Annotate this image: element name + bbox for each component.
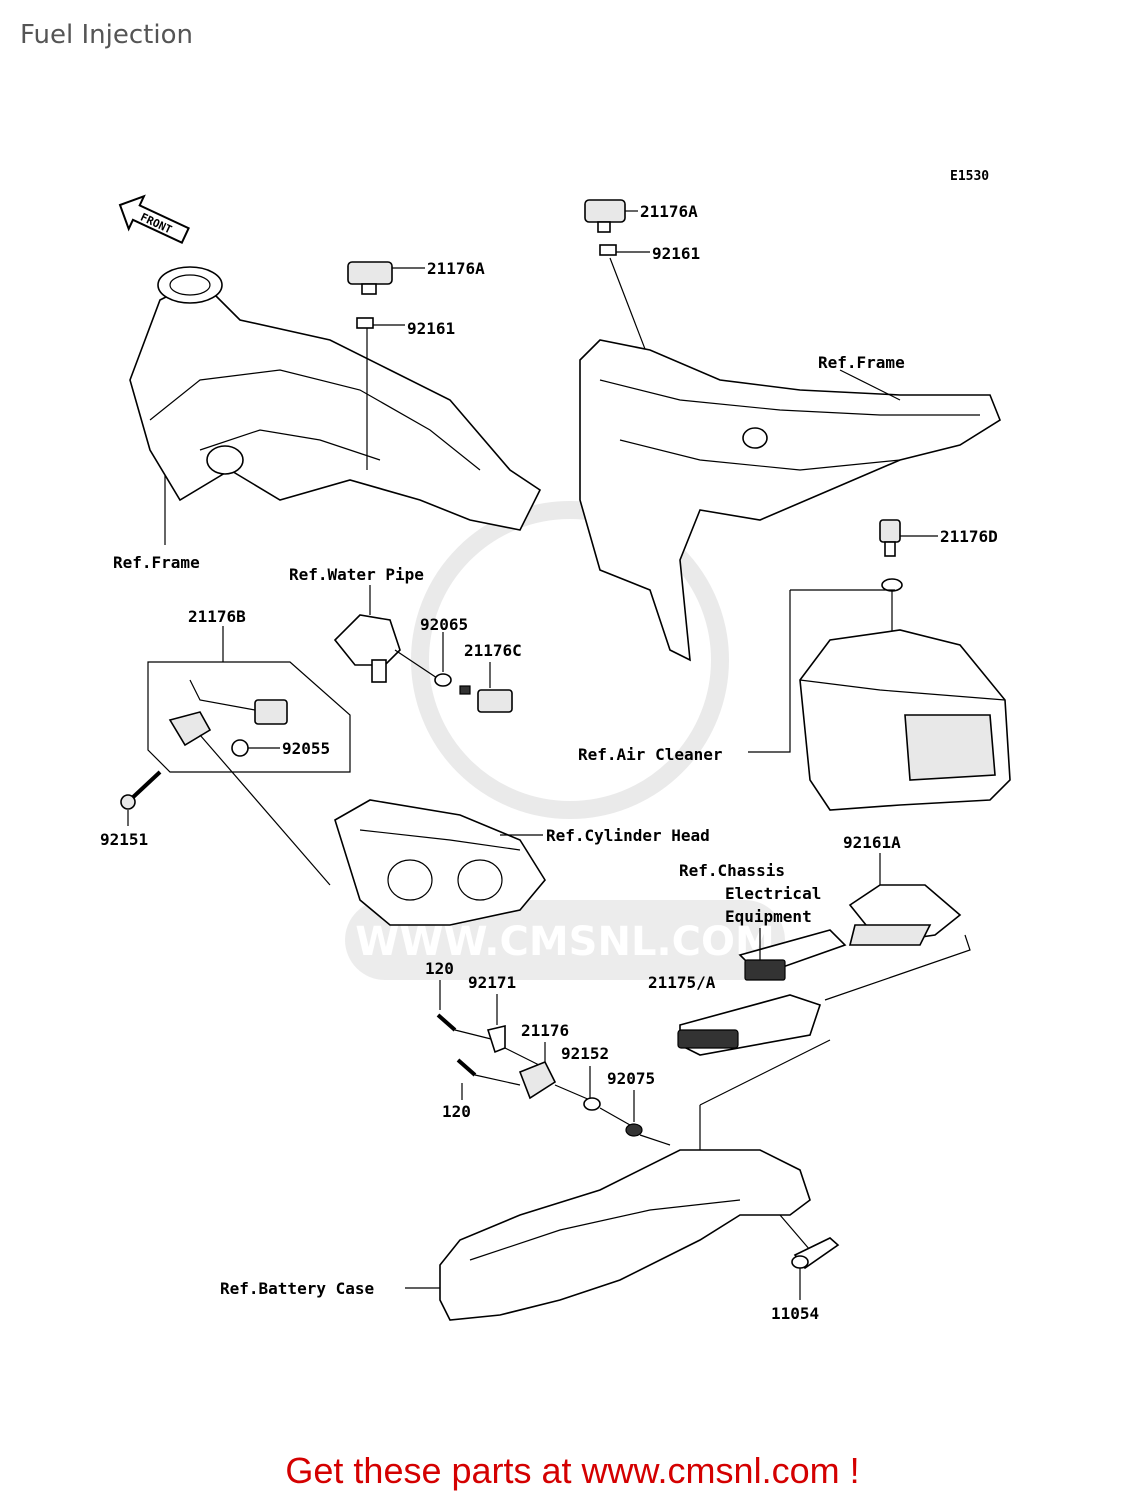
label-120-bottom: 120 [442, 1102, 471, 1121]
label-11054: 11054 [771, 1304, 819, 1323]
label-92161A: 92161A [843, 833, 901, 852]
label-ref-chassis-2: Electrical [725, 884, 821, 903]
footer-promo-link[interactable]: Get these parts at www.cmsnl.com ! [285, 1450, 860, 1491]
label-21176A-right: 21176A [640, 202, 698, 221]
label-21176B: 21176B [188, 607, 246, 626]
frame-right-drawing [579, 339, 1001, 662]
label-92161-left: 92161 [407, 319, 455, 338]
cylinder-head-drawing [334, 799, 546, 926]
page-title: Fuel Injection [20, 20, 193, 50]
bolt-92151-icon [120, 770, 162, 826]
label-ref-battery-case: Ref.Battery Case [220, 1279, 374, 1298]
label-ref-air-cleaner: Ref.Air Cleaner [578, 745, 723, 764]
label-21176A-left: 21176A [427, 259, 485, 278]
battery-case-drawing [439, 1039, 831, 1321]
label-92151: 92151 [100, 830, 148, 849]
label-92055: 92055 [282, 739, 330, 758]
label-92152: 92152 [561, 1044, 609, 1063]
label-21175A: 21175/A [648, 973, 716, 992]
temperature-sensor-21176D-icon [879, 519, 938, 690]
label-ref-chassis-3: Equipment [725, 907, 812, 926]
parts-diagram: WWW.CMSNL.COM E1530 FRONT Ref.Frame 2117… [100, 169, 1011, 1323]
water-pipe-drawing [333, 585, 452, 687]
label-ref-water-pipe: Ref.Water Pipe [289, 565, 424, 584]
label-92161-right: 92161 [652, 244, 700, 263]
label-ref-frame-right: Ref.Frame [818, 353, 905, 372]
label-92171: 92171 [468, 973, 516, 992]
ecu-21175A-drawing [677, 994, 822, 1056]
label-ref-chassis-1: Ref.Chassis [679, 861, 785, 880]
pressure-sensor-left-icon [347, 261, 425, 470]
label-21176D: 21176D [940, 527, 998, 546]
label-92065: 92065 [420, 615, 468, 634]
svg-text:WWW.CMSNL.COM: WWW.CMSNL.COM [355, 919, 775, 965]
small-parts-cluster-drawing [436, 980, 671, 1146]
front-arrow-icon: FRONT [118, 194, 190, 245]
label-92075: 92075 [607, 1069, 655, 1088]
label-21176: 21176 [521, 1021, 569, 1040]
label-120-top: 120 [425, 959, 454, 978]
label-ref-cylinder-head: Ref.Cylinder Head [546, 826, 710, 845]
ecu-bracket-drawing [738, 853, 971, 1001]
air-cleaner-drawing [748, 589, 1011, 811]
crank-sensor-21176B-group [147, 626, 351, 886]
label-ref-frame-left: Ref.Frame [113, 553, 200, 572]
diagram-code: E1530 [950, 169, 989, 184]
clamp-11054-icon [791, 1237, 840, 1300]
water-temp-sensor-21176C-icon [459, 662, 513, 713]
frame-left-drawing [129, 266, 542, 545]
label-21176C: 21176C [464, 641, 522, 660]
